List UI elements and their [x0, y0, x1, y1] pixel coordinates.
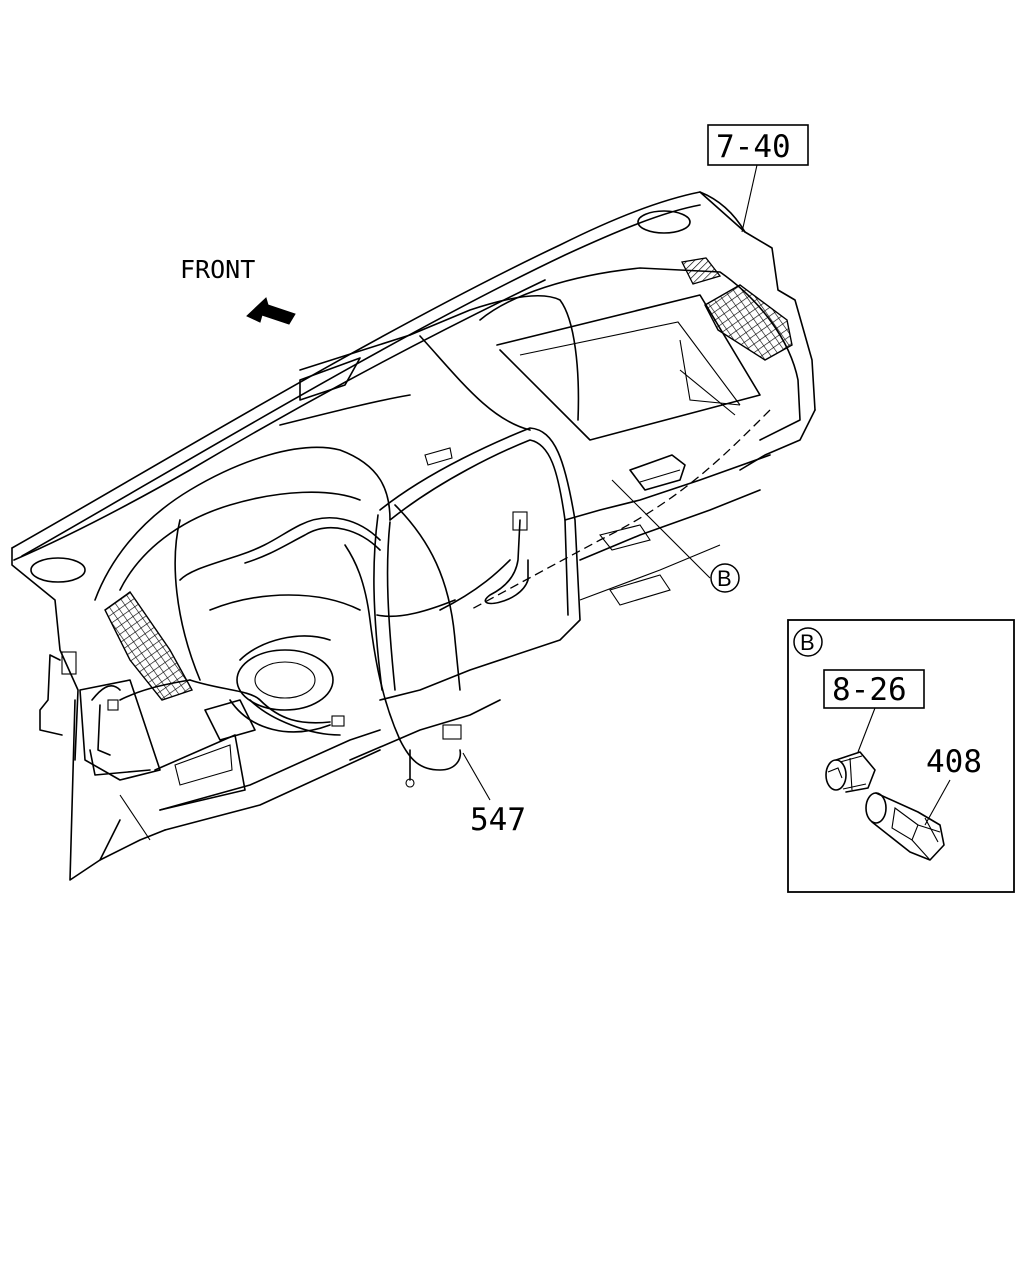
ref-instrument-panel-callout: 7-40 [707, 124, 809, 233]
arrow-up-left-icon [246, 297, 296, 325]
detail-b-title: B [800, 630, 815, 655]
part-408-label: 408 [926, 744, 982, 780]
socket-part [825, 751, 876, 793]
ref-instrument-panel-label: 7-40 [716, 129, 791, 165]
detail-b-marker-label: B [717, 566, 732, 591]
ref-socket-label: 8-26 [832, 672, 907, 708]
detail-b-box: B 8-26 408 [787, 619, 1015, 893]
front-label: FRONT [180, 255, 255, 284]
part-547-callout: 547 [462, 752, 526, 838]
instrument-panel-illustration [11, 191, 816, 881]
lighter-plug-part [865, 792, 945, 861]
part-547-label: 547 [470, 802, 526, 838]
detail-b-marker: B [611, 479, 740, 593]
